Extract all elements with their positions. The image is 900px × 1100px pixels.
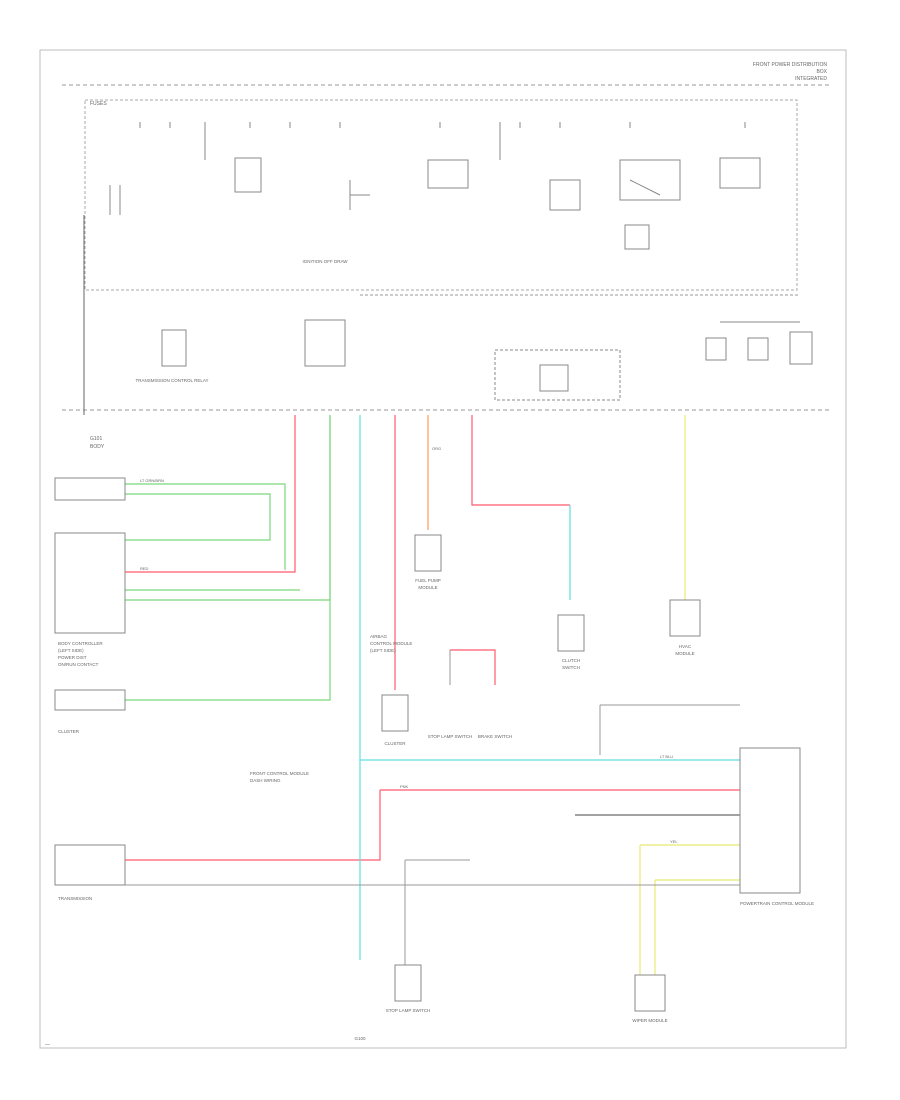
label-airbag-sub2: (LEFT SIDE) (370, 648, 396, 653)
label-fuel-pump: FUEL PUMP (415, 578, 441, 583)
label-ignition-off-draw: IGNITION OFF DRAW (302, 259, 348, 264)
wire-label-orange: ORG (432, 446, 441, 451)
green-wires (125, 415, 331, 701)
label-body-controller: BODY CONTROLLER (58, 641, 103, 646)
wire-label-yellow: YEL (670, 839, 678, 844)
label-stop-lamp: STOP LAMP SWITCH (428, 734, 473, 739)
fuse-box-upper (84, 99, 798, 291)
label-hvac-sub: MODULE (675, 651, 694, 656)
label-right-module: POWERTRAIN CONTROL MODULE (740, 901, 814, 906)
label-airbag: AIRBAG (370, 634, 388, 639)
label-airbag-sub: CONTROL MODULE (370, 641, 412, 646)
label-ground-bottom: G100 (354, 1036, 366, 1041)
label-fuel-pump-sub: MODULE (418, 585, 437, 590)
label-brake-switch: BRAKE SWITCH (478, 734, 512, 739)
wire-label-green: LT GRN/BRN (140, 478, 164, 483)
ground-left-label: G101 (90, 436, 102, 442)
wire-label-pink: PNK (400, 784, 409, 789)
label-bottom-left-module: TRANSMISSION (58, 896, 92, 901)
page-footer: — (45, 1042, 50, 1048)
label-body-controller-3: POWER DIST (58, 655, 87, 660)
wire-label-red: RED (140, 566, 149, 571)
header-title-1: FRONT POWER DISTRIBUTION (753, 62, 827, 68)
wire-label-blue: LT BLU (660, 754, 673, 759)
label-clutch: CLUTCH (562, 658, 580, 663)
label-hvac: HVAC (679, 644, 692, 649)
diagram-border (39, 49, 847, 1049)
red-wires (125, 415, 740, 861)
label-clutch-sub: SWITCH (562, 665, 580, 670)
label-front-control: FRONT CONTROL MODULE (250, 771, 309, 776)
label-body-controller-4: ON/RUN CONTACT (58, 662, 99, 667)
gray-wires (125, 650, 740, 965)
connector-boxes (54, 477, 801, 1012)
label-bottom-right-module: WIPER MODULE (632, 1018, 667, 1023)
header-title-3: INTEGRATED (795, 76, 827, 82)
fuses-label: FUSES (90, 101, 107, 107)
fuse-terminals-top (139, 122, 746, 128)
label-body-controller-2: (LEFT SIDE) (58, 648, 84, 653)
relay-symbols (109, 128, 813, 401)
label-bottom-mid-module: STOP LAMP SWITCH (386, 1008, 431, 1013)
header-title-2: BOX (816, 69, 827, 75)
label-cluster-mid: CLUSTER (384, 741, 406, 746)
label-dash-wiring: DASH WIRING (250, 778, 281, 783)
label-transmission-control: TRANSMISSION CONTROL RELAY (135, 378, 208, 383)
cyan-wires (359, 415, 740, 960)
label-cluster-left: CLUSTER (58, 729, 80, 734)
ground-left-sublabel: BODY (90, 444, 105, 450)
yellow-wires (639, 415, 740, 975)
